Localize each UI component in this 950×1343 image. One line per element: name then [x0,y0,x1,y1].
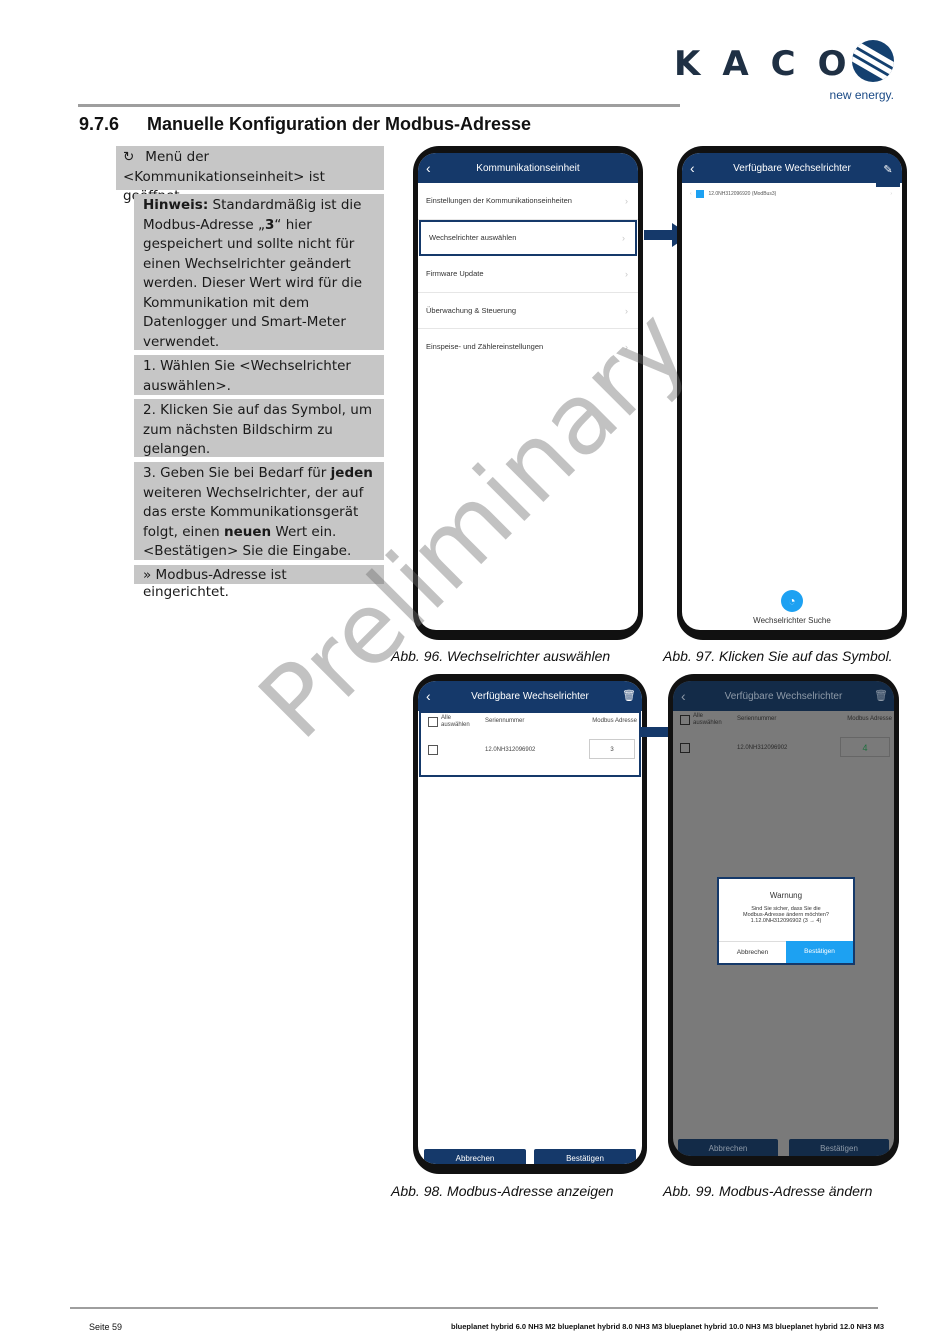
dialog-cancel-button[interactable]: Abbrechen [719,941,786,963]
menu-item-settings[interactable]: Einstellungen der Kommunikationseinheite… [418,183,638,220]
warning-dialog: Warnung Sind Sie sicher, dass Sie die Mo… [717,877,855,965]
result-box: » Modbus-Adresse ist eingerichtet. [134,565,384,600]
footer-page-number: Seite 59 [89,1322,123,1332]
dialog-text-3: 1.12.0NH312096902 (3 → 4) [750,918,822,924]
trash-icon[interactable]: 🗑 [874,690,888,702]
row-serial: 12.0NH312096902 [737,745,788,751]
chevron-right-icon: › [625,342,628,352]
confirm-button[interactable]: Bestätigen [534,1149,636,1164]
app-bar: ‹ Verfügbare Wechselrichter 🗑 [418,681,642,711]
note-box: Hinweis: Standardmäßig ist die Modbus-Ad… [134,194,384,350]
caption-97: Abb. 97. Klicken Sie auf das Symbol. [663,648,893,664]
menu-item-select-inverter[interactable]: Wechselrichter auswählen› [419,219,637,256]
caption-99: Abb. 99. Modbus-Adresse ändern [663,1183,873,1199]
caption-98: Abb. 98. Modbus-Adresse anzeigen [391,1183,614,1199]
precondition-box: ↻ Menü der <Kommunikationseinheit> ist g… [116,146,384,204]
back-arrow-icon[interactable]: ‹ [426,688,431,704]
select-all-checkbox[interactable] [680,715,690,725]
inverter-name: 12.0NH312096920 (ModBus3) [708,191,777,197]
phone-screenshot-96: ‹ Kommunikationseinheit Einstellungen de… [413,146,643,640]
modbus-address-input[interactable]: 3 [589,739,635,759]
inverter-list-item[interactable]: ‹ 12.0NH312096920 (ModBus3) › [682,183,902,205]
caption-96: Abb. 96. Wechselrichter auswählen [391,648,611,664]
globe-icon [852,40,894,82]
chevron-right-icon: › [622,232,625,243]
menu-item-monitoring[interactable]: Überwachung & Steuerung› [418,293,638,329]
section-number: 9.7.6 [79,114,120,134]
dialog-confirm-button[interactable]: Bestätigen [786,941,853,963]
footer-rule [70,1307,878,1309]
app-bar: ‹ Verfügbare Wechselrichter 🗑 [673,681,894,711]
logo-tagline: new energy. [829,88,894,102]
column-modbus: Modbus Adresse [847,716,892,722]
edit-pencil-icon[interactable]: ✎ [876,153,900,187]
chevron-right-icon: › [625,196,628,206]
row-checkbox[interactable] [428,745,438,755]
chevron-right-icon: › [625,269,628,279]
select-all-checkbox[interactable] [428,717,438,727]
back-arrow-icon[interactable]: ‹ [681,688,686,704]
cancel-button[interactable]: Abbrechen [678,1139,778,1156]
menu-item-firmware[interactable]: Firmware Update› [418,256,638,293]
app-bar-title: Verfügbare Wechselrichter [724,691,843,702]
logo-wordmark: KACO [674,44,869,84]
kaco-logo: KACO new energy. [674,40,894,106]
app-bar-title: Kommunikationseinheit [476,163,580,174]
search-button[interactable]: ◔ Wechselrichter Suche [682,590,902,625]
chevron-right-icon: › [890,191,892,197]
trash-icon[interactable]: 🗑 [622,690,636,702]
footer-models: blueplanet hybrid 6.0 NH3 M2 blueplanet … [450,1322,884,1331]
app-bar-title: Verfügbare Wechselrichter [733,163,851,174]
app-bar: ‹ Kommunikationseinheit [418,153,638,183]
section-title: Manuelle Konfiguration der Modbus-Adress… [147,114,532,134]
cancel-button[interactable]: Abbrechen [424,1149,526,1164]
app-bar-title: Verfügbare Wechselrichter [471,691,589,702]
column-serial: Seriennummer [737,716,777,722]
chevron-left-icon: ‹ [690,191,692,197]
back-arrow-icon[interactable]: ‹ [690,160,695,176]
step2-box: 2. Klicken Sie auf das Symbol, um zum nä… [134,399,384,457]
back-arrow-icon[interactable]: ‹ [426,160,431,176]
dialog-text-2: Modbus-Adresse ändern möchten? [743,912,829,918]
step3-box: 3. Geben Sie bei Bedarf für jeden weiter… [134,462,384,560]
phone-screenshot-97: ‹ Verfügbare Wechselrichter ✎ ‹ 12.0NH31… [677,146,907,640]
menu-item-feed-in[interactable]: Einspeise- und Zählereinstellungen› [418,329,638,366]
row-serial: 12.0NH312096902 [485,747,536,753]
search-label: Wechselrichter Suche [753,616,831,625]
column-serial: Seriennummer [485,718,525,724]
confirm-button[interactable]: Bestätigen [789,1139,889,1156]
app-bar: ‹ Verfügbare Wechselrichter ✎ [682,153,902,187]
modbus-address-input[interactable]: 4 [840,737,890,757]
inverter-checkbox[interactable] [696,189,705,198]
chevron-right-icon: › [625,305,628,316]
column-modbus: Modbus Adresse [592,718,637,724]
row-checkbox[interactable] [680,743,690,753]
header-rule [78,104,680,107]
dialog-text-1: Sind Sie sicher, dass Sie die [751,906,821,912]
refresh-icon: ↻ [123,149,135,165]
gauge-icon: ◔ [781,590,803,612]
step1-box: 1. Wählen Sie <Wechselrichter auswählen>… [134,355,384,395]
dialog-title: Warnung [769,891,803,900]
